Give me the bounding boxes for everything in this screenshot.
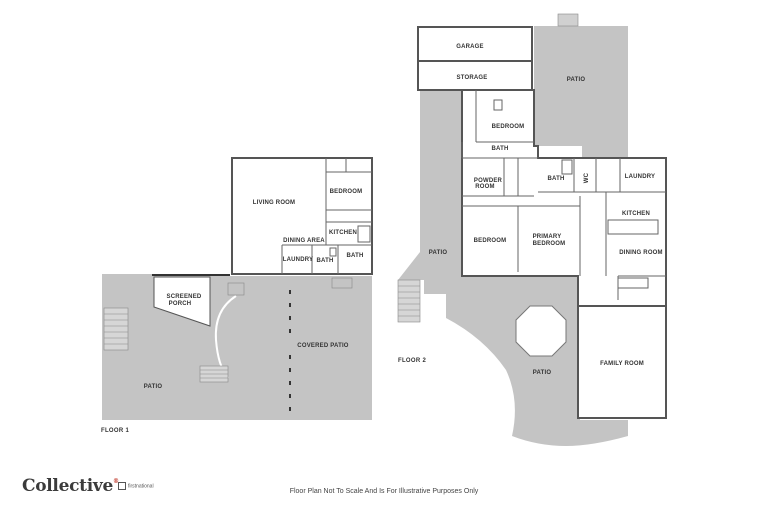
garage bbox=[417, 26, 533, 62]
patio-grate-2 bbox=[331, 277, 353, 289]
bath-mid-label: BATH bbox=[547, 176, 564, 182]
kitchen-label-floor2: KITCHEN bbox=[622, 211, 650, 217]
floor-2-label: FLOOR 2 bbox=[398, 358, 426, 364]
partner-text: firstnational bbox=[128, 483, 154, 490]
floor1-walls bbox=[281, 158, 372, 274]
garage-label: GARAGE bbox=[456, 44, 484, 50]
bath-label-floor1-a: BATH bbox=[316, 258, 333, 264]
storage-label: STORAGE bbox=[457, 75, 488, 81]
powder-room-label-2: ROOM bbox=[475, 184, 494, 190]
partner-logo: firstnational bbox=[118, 482, 154, 490]
registered-mark: ® bbox=[112, 478, 119, 485]
screened-porch-label-2: PORCH bbox=[169, 301, 192, 307]
laundry-label-floor1: LAUNDRY bbox=[283, 257, 314, 263]
floor1-house bbox=[231, 157, 373, 275]
logo-text: Collective bbox=[22, 476, 113, 496]
stairs-floor1-mid bbox=[199, 365, 229, 383]
floor2-walls bbox=[461, 90, 666, 300]
patio-left-area bbox=[398, 90, 462, 294]
patio-label-floor1: PATIO bbox=[144, 384, 163, 390]
family-room-label: FAMILY ROOM bbox=[600, 361, 644, 367]
bath-label-floor1-b: BATH bbox=[346, 253, 363, 259]
family-room bbox=[577, 305, 667, 419]
laundry-label-floor2: LAUNDRY bbox=[625, 174, 656, 180]
bedroom-label-floor1: BEDROOM bbox=[330, 189, 363, 195]
disclaimer-text: Floor Plan Not To Scale And Is For Illus… bbox=[289, 488, 479, 495]
bedroom-top-label: BEDROOM bbox=[492, 124, 525, 130]
bath-top-label: BATH bbox=[491, 146, 508, 152]
floor-2: GARAGE STORAGE PATIO BEDROOM BATH POWDER… bbox=[397, 13, 667, 446]
screened-porch-area bbox=[153, 276, 211, 327]
dining-area-label: DINING AREA bbox=[283, 238, 325, 244]
dining-room-label: DINING ROOM bbox=[619, 250, 663, 256]
stairs-floor2 bbox=[397, 279, 421, 323]
storage bbox=[417, 60, 533, 91]
bedroom-mid-label: BEDROOM bbox=[474, 238, 507, 244]
collective-logo: Collective® bbox=[22, 476, 119, 496]
powder-room-label-1: POWDER bbox=[474, 178, 503, 184]
patio-posts bbox=[289, 290, 291, 411]
partner-mark-icon bbox=[118, 482, 126, 490]
covered-patio-label: COVERED PATIO bbox=[297, 343, 349, 349]
primary-bedroom-label-2: BEDROOM bbox=[533, 241, 566, 247]
patio-top-area bbox=[534, 26, 628, 158]
patio-grate bbox=[227, 282, 245, 296]
patio-left-label: PATIO bbox=[429, 250, 448, 256]
patio-gazebo bbox=[515, 305, 567, 357]
patio-bottom-area bbox=[446, 276, 628, 446]
patio-bottom-label: PATIO bbox=[533, 370, 552, 376]
kitchen-label-floor1: KITCHEN bbox=[329, 230, 357, 236]
covered-patio-area bbox=[226, 276, 372, 420]
floor-1: LIVING ROOM BEDROOM KITCHEN DINING AREA … bbox=[101, 157, 373, 434]
patio-top-label: PATIO bbox=[567, 77, 586, 83]
living-room-label: LIVING ROOM bbox=[253, 200, 296, 206]
patio-top-steps bbox=[557, 13, 579, 27]
floor2-house bbox=[461, 89, 667, 307]
screened-porch-label-1: SCREENED bbox=[167, 294, 202, 300]
wc-label: WC bbox=[584, 172, 590, 183]
primary-bedroom-label-1: PRIMARY bbox=[533, 234, 562, 240]
floor-1-label: FLOOR 1 bbox=[101, 428, 129, 434]
stairs-floor1-left bbox=[103, 307, 129, 351]
